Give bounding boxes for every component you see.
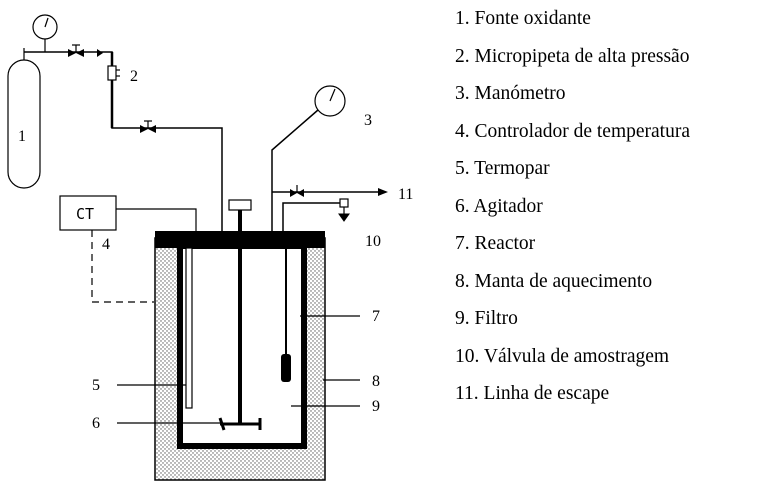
agitator <box>218 199 262 431</box>
filter <box>281 248 291 382</box>
callout-6: 6 <box>92 415 100 432</box>
manometer <box>271 85 346 232</box>
cylinder-gauge <box>32 14 58 52</box>
legend-item: 7. Reactor <box>455 233 536 254</box>
callout-4: 4 <box>102 236 110 253</box>
callout-5: 5 <box>92 377 100 394</box>
valve-icon <box>140 120 156 133</box>
callout-3: 3 <box>364 112 372 129</box>
callout-8: 8 <box>372 373 380 390</box>
legend-item: 8. Manta de aquecimento <box>455 270 653 292</box>
legend-item: 1. Fonte oxidante <box>455 8 591 29</box>
legend-item: 10. Válvula de amostragem <box>455 345 670 367</box>
callout-9: 9 <box>372 398 380 415</box>
callout-1: 1 <box>18 128 26 145</box>
legend-item: 2. Micropipeta de alta pressão <box>455 45 690 67</box>
valve-icon <box>97 49 103 57</box>
legend-item: 5. Termopar <box>455 158 550 179</box>
sampling-line <box>282 198 350 232</box>
callout-11: 11 <box>398 186 413 203</box>
legend-list: 1. Fonte oxidante 2. Micropipeta de alta… <box>455 6 690 419</box>
thermocouple <box>185 247 193 409</box>
callout-7: 7 <box>372 308 380 325</box>
micropipette-icon <box>107 65 120 81</box>
callout-10: 10 <box>365 233 381 250</box>
legend-item: 11. Linha de escape <box>455 383 610 404</box>
temperature-controller: CT <box>59 195 197 303</box>
callout-leaders <box>117 315 360 424</box>
legend-item: 4. Controlador de temperatura <box>455 120 690 142</box>
ct-label: CT <box>76 205 94 223</box>
valve-icon <box>68 44 84 57</box>
callout-2: 2 <box>130 68 138 85</box>
legend-item: 3. Manómetro <box>455 83 566 104</box>
oxidant-line <box>24 51 223 232</box>
oxidant-cylinder <box>7 48 41 189</box>
exhaust-line <box>272 185 388 197</box>
reactor-diagram: CT 1 2 3 4 5 6 7 8 9 10 11 <box>7 14 413 481</box>
legend-item: 9. Filtro <box>455 308 518 329</box>
legend-item: 6. Agitador <box>455 195 543 217</box>
